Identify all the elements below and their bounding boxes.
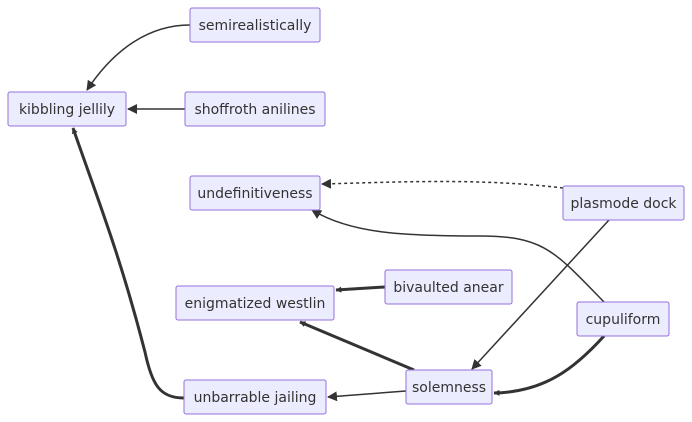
node-solemness[interactable]: solemness bbox=[405, 369, 493, 405]
edge-unbarrable-jailing-to-kibbling-jellily bbox=[71, 127, 185, 400]
node-label: undefinitiveness bbox=[197, 186, 312, 202]
node-enigmatized-westlin[interactable]: enigmatized westlin bbox=[175, 285, 335, 321]
node-label: bivaulted anear bbox=[393, 280, 503, 296]
edges bbox=[71, 24, 610, 402]
node-semirealistically[interactable]: semirealistically bbox=[189, 7, 321, 43]
node-undefinitiveness[interactable]: undefinitiveness bbox=[189, 175, 321, 211]
node-label: solemness bbox=[412, 380, 486, 396]
node-label: shoffroth anilines bbox=[194, 102, 315, 118]
node-label: kibbling jellily bbox=[19, 102, 115, 118]
edge-bivaulted-anear-to-enigmatized-westlin bbox=[335, 285, 386, 293]
edge-plasmode-dock-to-solemness bbox=[471, 219, 610, 370]
node-label: unbarrable jailing bbox=[194, 390, 317, 406]
edge-solemness-to-unbarrable-jailing bbox=[327, 390, 407, 402]
edge-semirealistically-to-kibbling-jellily bbox=[86, 24, 191, 91]
node-label: cupuliform bbox=[586, 312, 661, 328]
edge-plasmode-dock-to-undefinitiveness bbox=[321, 178, 564, 189]
node-cupuliform[interactable]: cupuliform bbox=[576, 301, 670, 337]
node-plasmode-dock[interactable]: plasmode dock bbox=[562, 185, 685, 221]
node-unbarrable-jailing[interactable]: unbarrable jailing bbox=[183, 379, 327, 415]
edge-cupuliform-to-solemness bbox=[493, 334, 606, 396]
node-label: semirealistically bbox=[199, 18, 312, 34]
edge-cupuliform-to-undefinitiveness bbox=[311, 209, 606, 304]
node-label: plasmode dock bbox=[570, 196, 677, 212]
node-label: enigmatized westlin bbox=[185, 296, 326, 312]
node-shoffroth-anilines[interactable]: shoffroth anilines bbox=[184, 91, 326, 127]
node-kibbling-jellily[interactable]: kibbling jellily bbox=[7, 91, 127, 127]
node-bivaulted-anear[interactable]: bivaulted anear bbox=[384, 269, 513, 305]
edge-solemness-to-enigmatized-westlin bbox=[299, 320, 415, 372]
